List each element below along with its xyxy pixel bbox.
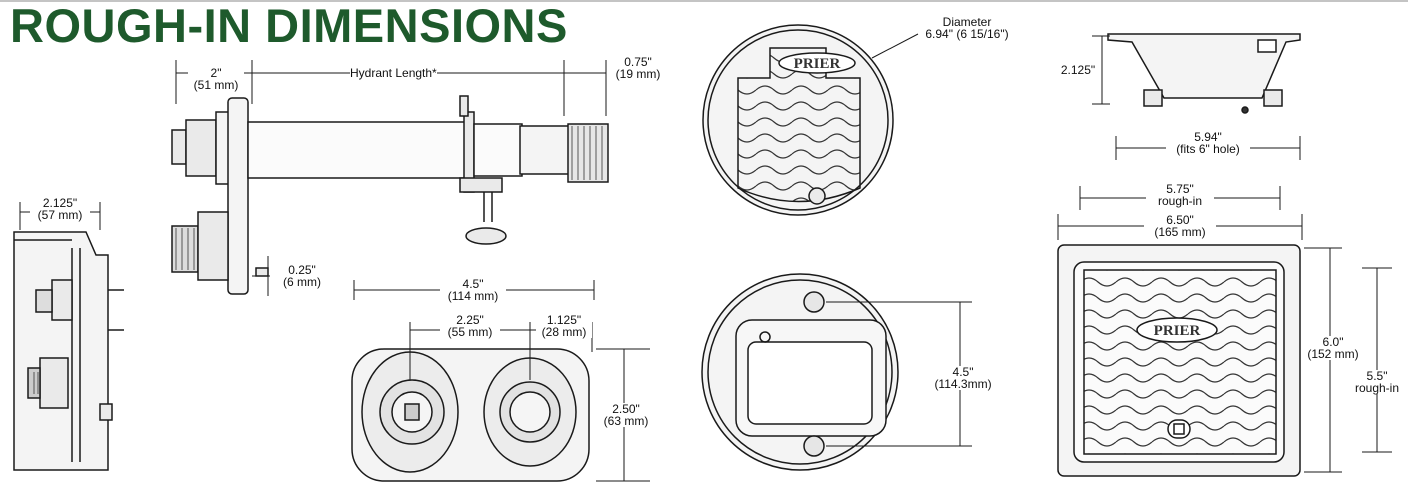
hydrant-front-face: [351, 348, 590, 482]
round-cover-top: [702, 24, 894, 216]
side-width-label: 2.125"(57 mm): [30, 197, 90, 221]
box-width-label: 5.94"(fits 6" hole): [1166, 131, 1250, 155]
flange-dimension-label: 2"(51 mm): [188, 67, 244, 91]
hydrant-length-label: Hydrant Length*: [350, 66, 437, 80]
brand-logo-square: PRIER: [1154, 323, 1201, 339]
square-box-front: [1057, 244, 1301, 477]
page-title: ROUGH-IN DIMENSIONS: [10, 0, 568, 52]
outlet-dimension-label: 0.75"(19 mm): [615, 55, 661, 81]
edge-offset-label: 1.125"(28 mm): [536, 314, 592, 338]
box-depth-label: 2.125": [1060, 63, 1096, 77]
thread-lines: [33, 126, 603, 394]
center-spacing-label: 2.25"(55 mm): [440, 314, 500, 338]
round-cover-bottom: [701, 273, 899, 471]
total-width-label: 4.5"(114 mm): [440, 278, 506, 302]
rough-in-height-label: 5.5"rough-in: [1348, 370, 1406, 394]
side-profile-drawing: [13, 231, 124, 471]
rough-in-width-label: 5.75"rough-in: [1146, 183, 1214, 207]
hydrant-side-view: [171, 95, 609, 295]
brand-logo-round: PRIER: [794, 56, 841, 72]
offset-dimension-label: 0.25"(6 mm): [283, 263, 321, 289]
box-side-view: [1107, 33, 1301, 114]
screw-spacing-label: 4.5"(114.3mm): [928, 366, 998, 390]
outer-width-label: 6.50"(165 mm): [1144, 214, 1216, 238]
outer-height-label: 6.0"(152 mm): [1302, 336, 1364, 360]
face-height-label: 2.50"(63 mm): [598, 403, 654, 427]
